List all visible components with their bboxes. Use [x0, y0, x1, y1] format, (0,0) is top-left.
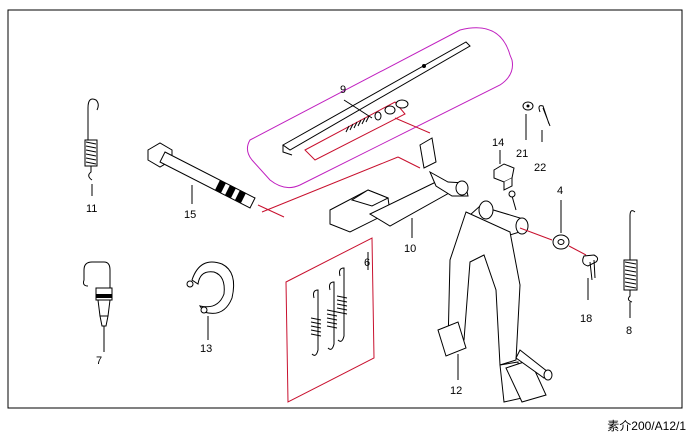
callout-21: 21: [516, 148, 528, 160]
part-8-spring: 8: [623, 210, 638, 337]
rod-clip: [422, 64, 426, 68]
part-4-washer: 4: [552, 185, 570, 250]
brake-rod: [282, 41, 471, 151]
part-22-pin: 22: [534, 105, 551, 174]
part-21-washer: 21: [516, 101, 534, 160]
callout-7: 7: [96, 355, 102, 367]
callout-14: 14: [492, 137, 504, 149]
callout-22: 22: [534, 162, 546, 174]
adjuster-nut-set: [374, 99, 409, 121]
diagram-frame: [7, 9, 683, 409]
callout-6: 6: [364, 257, 370, 269]
diagram-reference-code: 素介200/A12/1: [607, 419, 686, 433]
link-line-bolt: [257, 204, 285, 218]
part-13-circlip: 13: [186, 261, 235, 355]
link-line-washer: [568, 245, 587, 256]
part-12-main-stand: 12: [437, 190, 553, 403]
callout-13: 13: [200, 343, 212, 355]
part-15-bolt: 15: [147, 142, 256, 221]
callout-10: 10: [404, 243, 416, 255]
rod-end-bend: [282, 145, 293, 156]
brake-cable-group: 9: [246, 27, 513, 189]
callout-18: 18: [580, 313, 592, 325]
part-7-cable-end: 7: [83, 261, 113, 367]
part-18-cotter-pin: 18: [580, 254, 599, 325]
link-line-stand: [519, 227, 553, 241]
part-10-pedal: 10: [329, 137, 469, 255]
adjuster-spring: [345, 115, 370, 133]
callout-8: 8: [626, 325, 632, 337]
spring-set-outline: [285, 237, 375, 403]
part-6-spring-set: 6: [285, 237, 375, 403]
callout-12: 12: [450, 385, 462, 397]
callout-11: 11: [86, 203, 97, 215]
part-11-spring: 11: [84, 98, 99, 215]
callout-9: 9: [340, 84, 346, 96]
cable-group-outline: [246, 27, 513, 189]
part-14-stopper: 14: [492, 137, 515, 191]
callout-15: 15: [184, 209, 196, 221]
callout-4: 4: [557, 185, 563, 197]
link-line-cable: [261, 117, 431, 213]
